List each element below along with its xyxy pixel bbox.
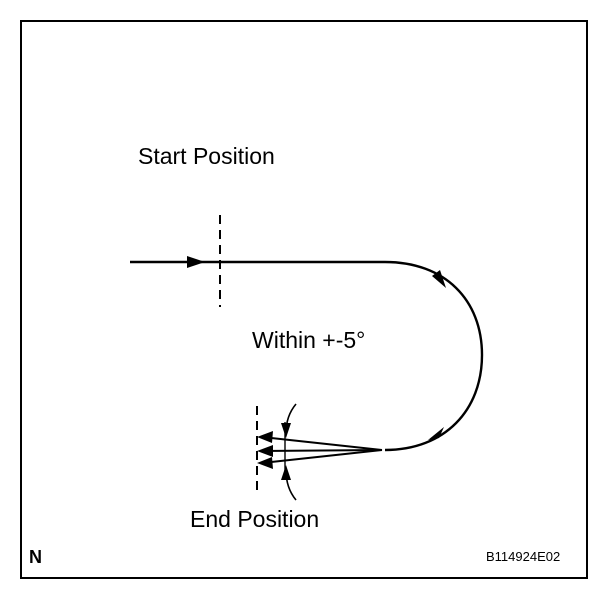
- diagram-frame: [20, 20, 588, 579]
- angle-indicator-upper-arrow-icon: [281, 423, 291, 438]
- tolerance-arrowhead-middle-icon: [257, 445, 273, 457]
- angle-indicator-lower-arrow-icon: [281, 465, 291, 480]
- figure-code-label: B114924E02: [486, 549, 561, 564]
- curve-arrow-lower-icon: [428, 427, 444, 440]
- start-direction-arrow-icon: [187, 256, 205, 268]
- end-position-label: End Position: [190, 506, 320, 532]
- tolerance-arrow-upper: [261, 436, 383, 451]
- curve-arrow-upper-icon: [432, 270, 446, 288]
- travel-path: [130, 260, 484, 452]
- tolerance-arrow-lower: [261, 449, 383, 464]
- start-position-label: Start Position: [138, 143, 275, 169]
- tolerance-arrow-middle: [261, 449, 383, 452]
- north-label: N: [29, 547, 42, 567]
- tolerance-arrowhead-lower-icon: [257, 457, 273, 469]
- tolerance-arrowhead-upper-icon: [257, 431, 273, 443]
- tolerance-label: Within +-5°: [252, 327, 366, 353]
